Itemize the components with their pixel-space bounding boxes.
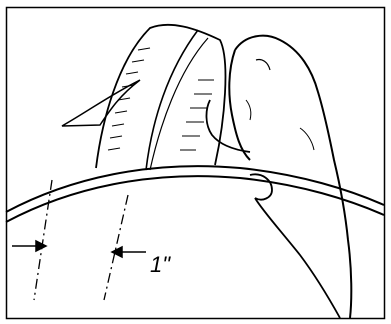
- dimension-label: 1": [150, 252, 170, 278]
- fabric-fold-left: [62, 80, 140, 126]
- seam-line-outer: [6, 166, 384, 212]
- thumb-outline: [229, 50, 250, 160]
- dimension-arrows: [12, 241, 146, 257]
- seam-line-inner: [6, 176, 384, 222]
- palm-edge: [255, 198, 340, 318]
- finger-tip: [206, 100, 250, 152]
- dart-hatching: [108, 48, 214, 150]
- guide-line-right: [104, 195, 128, 300]
- knuckle-line: [246, 100, 251, 120]
- dart-fold-line-2: [150, 38, 208, 170]
- nail-detail: [256, 59, 270, 70]
- fabric-dart-outline: [96, 25, 225, 168]
- wrinkle-line: [300, 128, 314, 150]
- finger-knuckle: [250, 174, 272, 199]
- dart-fold-line: [146, 30, 198, 170]
